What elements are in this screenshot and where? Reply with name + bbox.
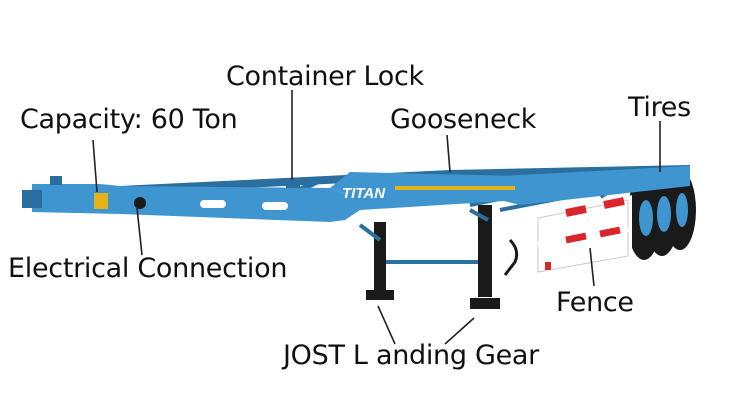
container-lock bbox=[50, 176, 62, 185]
fence-reflector bbox=[599, 226, 621, 238]
landing-gear bbox=[358, 205, 519, 309]
label-container-lock: Container Lock bbox=[226, 61, 424, 92]
rear-fence bbox=[534, 195, 632, 277]
brace bbox=[469, 208, 489, 222]
electrical-socket bbox=[134, 197, 146, 209]
fence-reflector bbox=[565, 205, 587, 217]
label-capacity: Capacity: 60 Ton bbox=[20, 104, 238, 135]
wheel-hub bbox=[676, 193, 688, 227]
landing-gear-foot bbox=[470, 298, 500, 309]
frame-cutout bbox=[262, 202, 288, 210]
leader-line-capacity bbox=[92, 139, 98, 193]
leader-line-electrical bbox=[136, 207, 143, 256]
tire-group bbox=[627, 170, 696, 260]
yellow-stripe bbox=[395, 186, 515, 190]
brand-text: TITAN bbox=[342, 185, 386, 202]
label-electrical-connection: Electrical Connection bbox=[8, 253, 288, 284]
label-fence: Fence bbox=[556, 287, 634, 318]
gooseneck-beam bbox=[330, 172, 520, 220]
frame-cutout bbox=[200, 200, 226, 208]
label-landing-gear: JOST L anding Gear bbox=[283, 340, 539, 371]
leader-line-landing-gear bbox=[377, 305, 396, 345]
label-tires: Tires bbox=[628, 92, 691, 123]
main-beam bbox=[32, 184, 345, 222]
fence-frame bbox=[537, 199, 629, 273]
leader-line-gooseneck bbox=[446, 134, 451, 173]
container-lock bbox=[286, 178, 300, 188]
leader-line-fence bbox=[589, 247, 595, 287]
wheel-hub bbox=[639, 200, 653, 236]
wheel-hub bbox=[657, 196, 671, 232]
fence-reflector bbox=[603, 197, 625, 209]
leader-lines bbox=[92, 90, 661, 345]
front-bumper bbox=[22, 190, 42, 208]
landing-gear-leg bbox=[374, 222, 386, 292]
leader-line-landing-gear-2 bbox=[444, 317, 475, 345]
warning-sticker bbox=[94, 193, 108, 209]
landing-gear-leg bbox=[478, 205, 492, 297]
fence-reflector bbox=[565, 232, 587, 244]
landing-gear-foot bbox=[366, 290, 394, 300]
rear-beam bbox=[500, 166, 690, 205]
label-gooseneck: Gooseneck bbox=[390, 104, 537, 135]
brace bbox=[358, 223, 382, 242]
crank-handle bbox=[503, 238, 519, 276]
